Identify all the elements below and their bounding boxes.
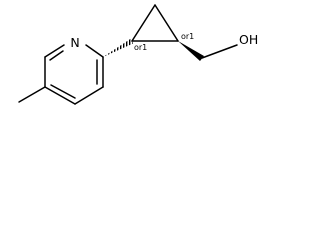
bond-n-c6 [44,44,65,58]
hydroxyl-group-label: OH [239,32,258,47]
bond-ch2-o [201,44,238,59]
bond-c4-c3 [74,86,104,105]
bond-cp-top-right [154,4,179,42]
bond-methyl [18,86,46,103]
bond-c5-c4-inner [50,84,76,99]
cyclopropane-ring [131,4,179,42]
bold-wedge-bond-right [178,41,204,61]
stereo-label-right: or1 [181,32,194,41]
stereo-label-left: or1 [134,43,147,52]
hashed-wedge-bond-left [103,38,133,57]
bond-cp-left-top [131,4,156,42]
bond-n-c6-inner [49,50,64,61]
chemical-structure: N OH or1 or1 [18,4,258,105]
nitrogen-atom-label: N [70,35,79,50]
bond-c5-c4 [44,86,76,105]
bond-c2-n [85,44,104,58]
pyridine-ring [44,44,104,105]
